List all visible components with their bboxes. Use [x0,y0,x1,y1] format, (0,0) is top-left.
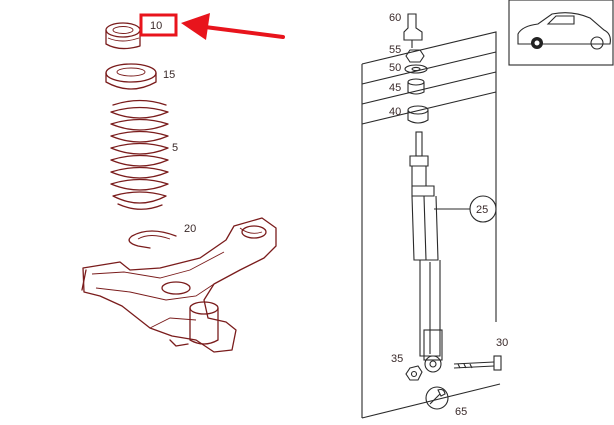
callout-50: 50 [389,62,401,74]
part-60-cap[interactable] [403,13,423,48]
callout-55: 55 [389,44,401,56]
callout-15: 15 [163,69,175,81]
part-55-nut[interactable] [405,49,425,63]
part-40-upper-bushing[interactable] [407,105,429,124]
callout-35: 35 [391,353,403,365]
callout-25: 25 [476,204,488,216]
callout-10-highlight [139,13,178,37]
lower-control-arm[interactable] [81,217,277,353]
part-5-coil-spring[interactable] [110,99,169,210]
part-35-nut[interactable] [405,365,423,381]
car-thumbnail [508,0,614,66]
callout-45: 45 [389,82,401,94]
callout-30: 30 [496,337,508,349]
part-50-washer[interactable] [404,64,428,74]
callout-20: 20 [184,223,196,235]
callout-5: 5 [172,142,178,154]
callout-10: 10 [150,20,162,32]
callout-65: 65 [455,406,467,418]
part-10-spring-seat[interactable] [105,22,141,50]
callout-40: 40 [389,106,401,118]
part-30-bolt[interactable] [453,355,502,371]
part-25-shock-absorber[interactable] [409,131,443,373]
part-45-bushing[interactable] [407,78,425,95]
part-15-spring-pad[interactable] [105,63,157,90]
car-silhouette-icon [517,12,611,50]
shock-panel-outline [361,31,501,419]
wrench-icon [425,386,449,410]
callout-60: 60 [389,12,401,24]
red-arrow-icon [181,13,285,40]
part-20-spring-clip[interactable] [128,230,177,249]
